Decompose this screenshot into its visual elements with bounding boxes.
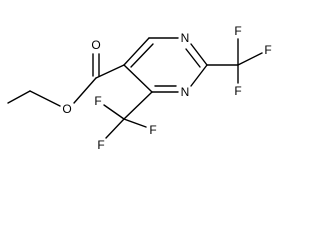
- atom-ring-n3: N: [181, 85, 190, 99]
- atom-cf3-top-f2: F: [234, 24, 241, 38]
- bond-cf3-bottom-f2: [123, 118, 147, 128]
- bond-c4-cf3-bottom: [123, 91, 153, 120]
- bond-ring-n1-c2: [190, 43, 208, 66]
- atom-ring-n1: N: [181, 31, 190, 45]
- bond-ethyl-ch3-ch2: [7, 90, 31, 104]
- bond-cf3-bottom-f1: [103, 104, 125, 120]
- atom-cf3-top-f1: F: [264, 43, 271, 57]
- bond-ethyl-ch2-o: [29, 90, 61, 107]
- atom-cf3-bottom-f3: F: [97, 138, 104, 152]
- atom-cf3-bottom-f2: F: [149, 123, 156, 137]
- bond-ring-c2-n3: [190, 64, 208, 87]
- bond-ring-c5-c6: [123, 37, 150, 66]
- atom-carbonyl-oxygen: O: [91, 38, 100, 52]
- atom-cf3-top-f3: F: [234, 84, 241, 98]
- atom-cf3-bottom-f1: F: [94, 94, 101, 108]
- bond-ring-n1-c2-inner: [185, 48, 201, 68]
- bond-ring-c5-c6-inner: [130, 43, 154, 68]
- chemical-structure: O O N N F F F F F F: [7, 24, 272, 152]
- bond-ester-o-carbonyl-c: [73, 77, 97, 104]
- bond-ring-c4-c5: [123, 64, 153, 93]
- bond-cf3-top-f1: [237, 52, 263, 66]
- bond-carbonyl-c-ring-c5: [95, 64, 125, 79]
- atom-ester-oxygen: O: [62, 102, 71, 116]
- bond-cf3-bottom-f3: [105, 118, 125, 139]
